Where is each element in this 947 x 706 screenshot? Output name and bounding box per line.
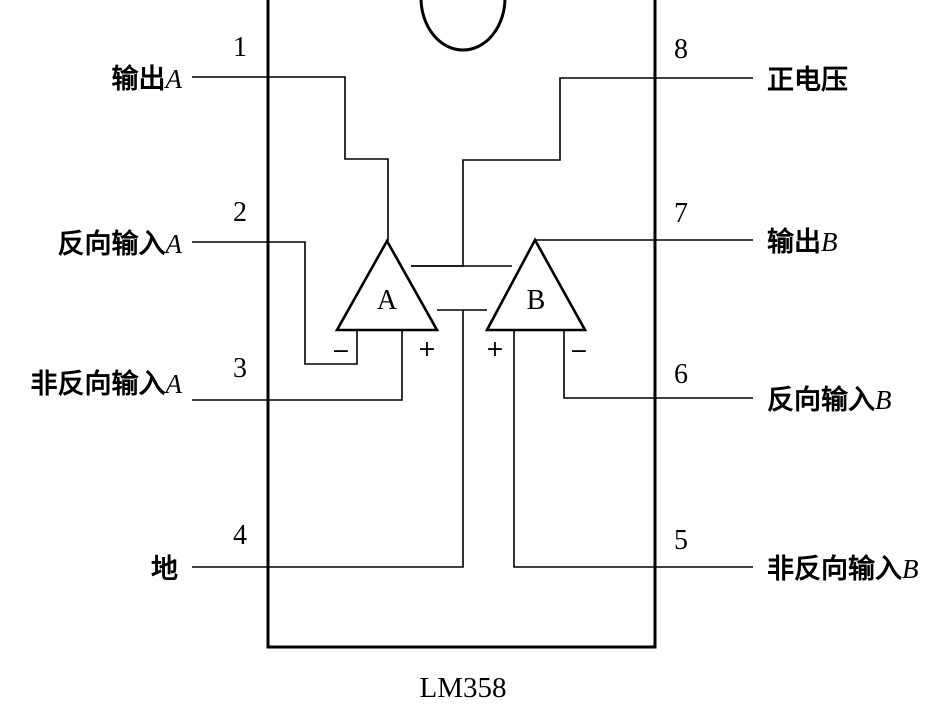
pin-label-6-var: B <box>875 385 892 415</box>
wire-pin-3 <box>192 330 403 401</box>
opamp-b-minus-sign: − <box>570 339 588 364</box>
wire-pin-1 <box>192 76 389 241</box>
wire-pin-4 <box>192 309 464 568</box>
opamp-a-plus-sign: + <box>418 337 436 362</box>
pin-number-4: 4 <box>233 520 247 551</box>
pin-label-8: 正电压 <box>767 65 848 96</box>
pin-label-7: 输出B <box>767 226 838 258</box>
pin-label-2: 反向输入A <box>58 228 183 260</box>
pin-label-5: 非反向输入B <box>767 553 919 585</box>
pin-number-3: 3 <box>233 353 247 384</box>
pin-label-1-var: A <box>164 64 183 94</box>
ic-package-body <box>266 0 657 649</box>
pin-number-8: 8 <box>674 34 688 65</box>
pin-number-6: 6 <box>674 359 688 390</box>
opamp-b-label: B <box>527 285 546 316</box>
pin-label-4: 地 <box>151 554 178 585</box>
ic-orientation-notch <box>419 0 507 52</box>
wire-pin-6 <box>563 330 753 399</box>
pin-label-5-var: B <box>902 554 919 584</box>
pin-number-1: 1 <box>233 32 247 63</box>
wire-pin-2 <box>192 241 358 365</box>
opamp-a-minus-sign: − <box>332 339 350 364</box>
pin-label-3-var: A <box>164 369 183 399</box>
pin-label-1: 输出A <box>112 63 183 95</box>
pin-label-3: 非反向输入A <box>31 368 183 400</box>
opamp-b-plus-sign: + <box>486 337 504 362</box>
pin-number-5: 5 <box>674 525 688 556</box>
pin-label-7-var: B <box>821 227 838 257</box>
opamp-a-triangle <box>334 238 440 332</box>
pin-label-6: 反向输入B <box>767 384 892 416</box>
pin-label-2-var: A <box>164 229 183 259</box>
pin-number-2: 2 <box>233 197 247 228</box>
wire-pin-5 <box>513 330 753 568</box>
opamp-a-label: A <box>377 285 398 316</box>
pin-number-7: 7 <box>674 198 688 229</box>
opamp-b-triangle <box>484 237 588 332</box>
chip-name-caption: LM358 <box>420 672 507 704</box>
